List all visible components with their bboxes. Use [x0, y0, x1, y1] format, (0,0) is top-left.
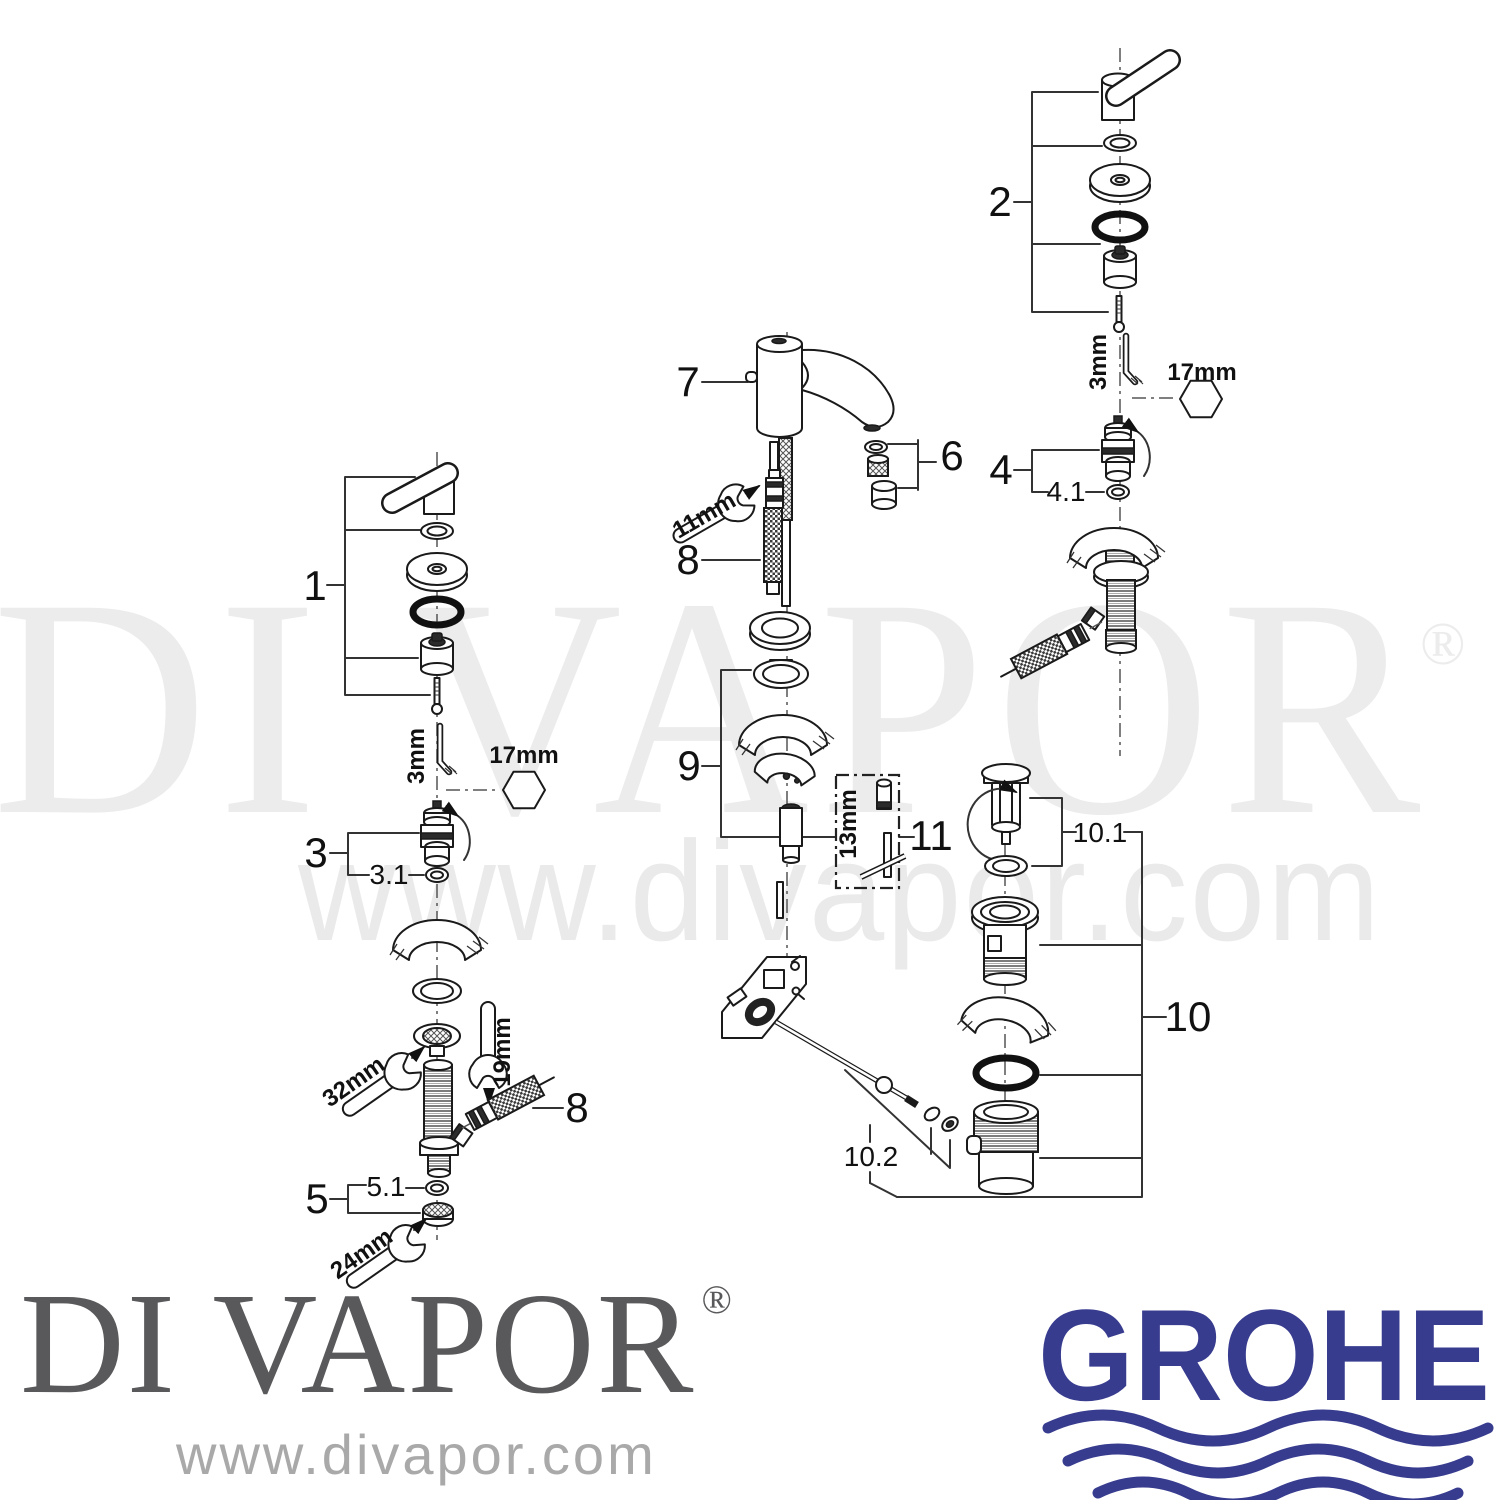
- part-label-1: 1: [303, 562, 326, 609]
- hex-socket-icon: [502, 770, 546, 810]
- faucet-body: [745, 335, 895, 438]
- o-ring-3-1: [425, 867, 449, 883]
- part-label-10-2: 10.2: [844, 1141, 899, 1172]
- middle-assembly: [664, 332, 959, 1198]
- spanner-24-arrow: [410, 1217, 428, 1235]
- bracket-part1: [326, 476, 431, 696]
- tool-label-3mm-right: 3mm: [1085, 334, 1112, 390]
- hex-socket-right-icon: [1179, 379, 1223, 419]
- part-label-9: 9: [677, 742, 700, 789]
- spanner-11-arrow: [742, 484, 761, 500]
- part-label-5: 5: [305, 1175, 328, 1222]
- bracket-part6: [887, 439, 937, 491]
- watermark-registered-icon: ®: [1420, 611, 1466, 677]
- grohe-wordmark: GROHE: [1038, 1296, 1490, 1428]
- footer-divapor-name: DI VAPOR: [20, 1264, 696, 1424]
- fixing-bolt: [779, 803, 803, 864]
- bracket-part2: [1013, 91, 1109, 313]
- base-ring: [412, 978, 462, 1004]
- cartridge-right: [1101, 415, 1135, 482]
- tool-label-17mm-left: 17mm: [489, 742, 558, 769]
- cartridge-cap-right: [1103, 245, 1137, 289]
- flange-nut: [413, 1023, 461, 1057]
- drain-o-ring: [972, 1054, 1040, 1092]
- part-label-3-1: 3.1: [370, 859, 409, 890]
- part-label-8-mid: 8: [676, 536, 699, 583]
- base-seals: [749, 611, 811, 689]
- spanner-32-arrow: [408, 1045, 426, 1063]
- bracket-part10: [896, 831, 1167, 1198]
- left-assembly: [326, 452, 564, 1302]
- mounting-nut: [422, 1202, 454, 1227]
- part-label-7: 7: [676, 358, 699, 405]
- lever-handle: [381, 462, 459, 515]
- pop-up-linkage: [721, 955, 959, 1198]
- grohe-waves-icon: [1042, 1409, 1494, 1500]
- rotate-arrow-right-icon: [1138, 432, 1150, 476]
- drain-flange: [971, 896, 1039, 986]
- part-label-8-left: 8: [565, 1084, 588, 1131]
- watermark-brand: DI VAPOR: [0, 535, 1430, 880]
- part-label-4: 4: [989, 446, 1012, 493]
- drain-body: [966, 1100, 1039, 1195]
- o-ring: [409, 595, 465, 629]
- lever-handle-right: [1101, 49, 1181, 121]
- tool-label-13mm: 13mm: [835, 789, 862, 858]
- o-ring-small: [420, 522, 454, 540]
- part-label-6: 6: [940, 432, 963, 479]
- footer-registered-icon: ®: [701, 1277, 734, 1322]
- tool-label-3mm-left: 3mm: [403, 728, 430, 784]
- aerator-parts: [864, 440, 897, 510]
- tool-label-19mm: 19mm: [489, 1017, 516, 1086]
- right-assembly: [896, 48, 1223, 1198]
- part-label-4-1: 4.1: [1047, 476, 1086, 507]
- bracket-part4: [1013, 449, 1105, 493]
- bracket-part10-1: [1029, 797, 1143, 867]
- part-label-11: 11: [909, 812, 953, 859]
- part-label-3: 3: [304, 829, 327, 876]
- grohe-logo: GROHE: [1038, 1296, 1494, 1500]
- escutcheon-washer: [406, 552, 468, 592]
- seal-ring-10-1: [984, 855, 1028, 877]
- escutcheon-washer-right: [1089, 163, 1151, 203]
- part-label-5-1: 5.1: [367, 1171, 406, 1202]
- bracket-part5: [329, 1184, 425, 1214]
- allen-key-right-icon: [1126, 336, 1143, 384]
- cartridge: [420, 800, 454, 867]
- pop-up-rod: [776, 881, 784, 919]
- threaded-shank: [419, 1059, 474, 1178]
- o-ring-4-1: [1106, 484, 1130, 500]
- part-label-2: 2: [988, 178, 1011, 225]
- part-label-10-1: 10.1: [1073, 817, 1128, 848]
- bracket-part9: [701, 669, 837, 838]
- bracket-part3: [329, 832, 425, 876]
- tool-13mm-box: [834, 773, 907, 890]
- riser-tubes: [763, 437, 793, 607]
- o-ring-right: [1091, 210, 1149, 244]
- washer-5-1: [425, 1180, 449, 1196]
- drain-clamp: [955, 989, 1062, 1048]
- o-ring-small-right: [1103, 134, 1137, 152]
- footer-divapor-url: www.divapor.com: [176, 1423, 657, 1486]
- cartridge-cap: [420, 632, 454, 676]
- handle-screw-right: [1113, 295, 1125, 333]
- footer-divapor-logo: DI VAPOR®: [20, 1272, 732, 1417]
- tool-label-17mm-right: 17mm: [1167, 359, 1236, 386]
- part-label-10: 10: [1165, 993, 1212, 1040]
- threaded-shank-right: [1080, 560, 1149, 654]
- handle-screw: [431, 677, 443, 715]
